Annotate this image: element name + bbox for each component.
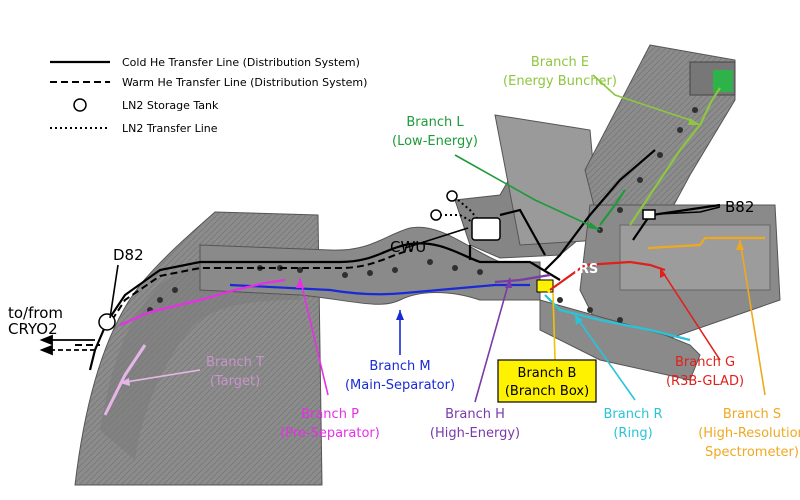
ln2-tank <box>98 313 116 331</box>
cryo2-label: CRYO2 <box>8 320 58 338</box>
branch-p-name: Branch P <box>301 407 359 422</box>
ln2-tank <box>430 209 442 221</box>
legend-tank-swatch <box>73 98 87 112</box>
legend-tank-label: LN2 Storage Tank <box>122 99 219 112</box>
b82-box <box>642 209 656 220</box>
place-labels: D82 to/from CRYO2 CWU B82 HRS <box>8 198 754 338</box>
floor-plan <box>74 44 781 486</box>
right-hall-room <box>619 224 771 291</box>
branch-b-line <box>544 286 551 294</box>
legend-warm-label: Warm He Transfer Line (Distribution Syst… <box>122 76 367 89</box>
branch-r-desc: (Ring) <box>613 426 652 441</box>
warm-he-lines <box>75 249 413 346</box>
arrowheads <box>120 118 744 386</box>
branch-lines <box>103 87 765 416</box>
branch-s-desc: (High-Resolution <box>698 426 800 441</box>
branch-l-name: Branch L <box>406 115 464 130</box>
energy-buncher-green <box>713 70 733 92</box>
branch-b-desc: (Branch Box) <box>505 384 589 399</box>
branch-m-line <box>229 283 530 296</box>
ln2-tanks <box>98 190 458 331</box>
branch-t-name: Branch T <box>206 355 264 370</box>
branch-e-line <box>629 87 721 226</box>
cryo2-arrows <box>39 334 95 356</box>
branch-labels: Branch E (Energy Buncher) Branch L (Low-… <box>206 55 800 460</box>
ln2-tank <box>446 190 458 202</box>
branch-g-desc: (R3B-GLAD) <box>666 374 744 389</box>
branch-s-name: Branch S <box>723 407 781 422</box>
branch-s-line <box>647 236 765 250</box>
branch-m-desc: (Main-Separator) <box>345 378 455 393</box>
branch-h-desc: (High-Energy) <box>430 426 520 441</box>
branch-g-name: Branch G <box>675 355 735 370</box>
branch-t-line <box>103 344 147 416</box>
branch-h-name: Branch H <box>445 407 505 422</box>
branch-e-name: Branch E <box>531 55 589 70</box>
branch-p-line <box>119 278 286 327</box>
branch-r-line <box>544 294 691 342</box>
branch-r-name: Branch R <box>603 407 662 422</box>
b82-label: B82 <box>725 198 754 216</box>
legend-ln2-label: LN2 Transfer Line <box>122 122 218 135</box>
cwu-label: CWU <box>390 238 426 256</box>
branch-b-name: Branch B <box>518 366 577 381</box>
branch-l-line <box>599 189 626 226</box>
branch-s-desc2: Spectrometer) <box>705 445 799 460</box>
legend: Cold He Transfer Line (Distribution Syst… <box>50 56 367 135</box>
cwu-box <box>471 217 501 241</box>
branch-box-marker <box>536 279 554 293</box>
branch-b-box <box>497 359 597 403</box>
legend-cold-label: Cold He Transfer Line (Distribution Syst… <box>122 56 360 69</box>
branch-e-desc: (Energy Buncher) <box>503 74 617 89</box>
branch-t-desc: (Target) <box>210 374 260 389</box>
to-from-label: to/from <box>8 304 63 322</box>
d82-label: D82 <box>113 246 144 264</box>
branch-p-desc: (Pre-Separator) <box>280 426 380 441</box>
branch-l-desc: (Low-Energy) <box>392 134 478 149</box>
hrs-label: HRS <box>568 262 598 277</box>
branch-h-line <box>494 273 551 284</box>
branch-m-name: Branch M <box>369 359 430 374</box>
branch-g-line <box>549 260 666 291</box>
